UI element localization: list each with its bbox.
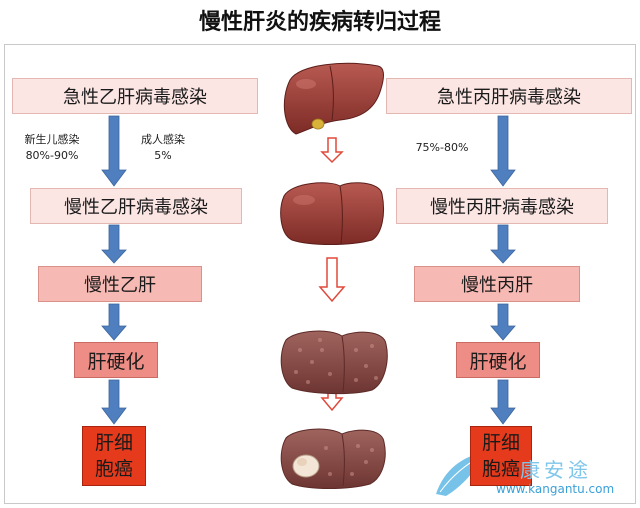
right-rate-label: 75%-80% bbox=[415, 141, 469, 154]
right-chronic-hcv-infection-label: 慢性丙肝病毒感染 bbox=[430, 197, 574, 218]
left-adult-label: 成人感染 bbox=[141, 133, 185, 146]
cirrhotic-liver-image bbox=[280, 330, 388, 395]
center-arrow-1 bbox=[320, 137, 344, 164]
right-arrow-3 bbox=[490, 303, 516, 341]
left-arrow-2 bbox=[101, 224, 127, 264]
liver-cancer-image bbox=[280, 428, 386, 489]
watermark-cn: 康安途 bbox=[520, 458, 592, 482]
left-adult-rate: 5% bbox=[154, 149, 172, 162]
right-acute-hcv-label: 急性丙肝病毒感染 bbox=[437, 87, 581, 108]
right-arrow-2 bbox=[490, 224, 516, 264]
left-cirrhosis-box: 肝硬化 bbox=[74, 342, 158, 378]
normal-liver-image bbox=[283, 62, 384, 135]
left-acute-hbv-box: 急性乙肝病毒感染 bbox=[12, 78, 258, 114]
right-hcc-box: 肝细 胞癌 bbox=[470, 426, 532, 486]
center-arrow-2 bbox=[318, 257, 346, 303]
right-chronic-hcv-infection-box: 慢性丙肝病毒感染 bbox=[396, 188, 608, 224]
left-cirrhosis-label: 肝硬化 bbox=[87, 350, 145, 373]
right-rate-note: 75%-80% bbox=[410, 140, 474, 156]
left-chronic-hbv-infection-label: 慢性乙肝病毒感染 bbox=[64, 197, 208, 218]
left-chronic-hb-box: 慢性乙肝 bbox=[38, 266, 202, 302]
left-chronic-hbv-infection-box: 慢性乙肝病毒感染 bbox=[30, 188, 242, 224]
left-hcc-line2: 胞癌 bbox=[94, 458, 133, 480]
left-hcc-box: 肝细 胞癌 bbox=[82, 426, 146, 486]
left-adult-note: 成人感染 5% bbox=[128, 132, 198, 164]
right-arrow-1 bbox=[490, 115, 516, 187]
left-newborn-note: 新生儿感染 80%-90% bbox=[8, 132, 96, 164]
right-cirrhosis-box: 肝硬化 bbox=[456, 342, 540, 378]
left-arrow-3 bbox=[101, 303, 127, 341]
right-cirrhosis-label: 肝硬化 bbox=[469, 350, 527, 373]
watermark-url: www.kangantu.com bbox=[496, 482, 615, 496]
right-chronic-hc-label: 慢性丙肝 bbox=[461, 275, 533, 296]
left-hcc-line1: 肝细 bbox=[94, 432, 133, 454]
left-arrow-4 bbox=[101, 379, 127, 425]
page-title: 慢性肝炎的疾病转归过程 bbox=[198, 9, 441, 35]
left-newborn-label: 新生儿感染 bbox=[24, 133, 80, 146]
right-acute-hcv-box: 急性丙肝病毒感染 bbox=[386, 78, 632, 114]
left-chronic-hb-label: 慢性乙肝 bbox=[84, 275, 156, 296]
right-hcc-line1: 肝细 bbox=[481, 432, 520, 454]
left-arrow-1 bbox=[101, 115, 127, 187]
right-chronic-hc-box: 慢性丙肝 bbox=[414, 266, 580, 302]
left-newborn-rate: 80%-90% bbox=[25, 149, 79, 162]
right-hcc-line2: 胞癌 bbox=[481, 458, 520, 480]
chronic-hepatitis-liver-image bbox=[280, 182, 385, 245]
right-arrow-4 bbox=[490, 379, 516, 425]
left-acute-hbv-label: 急性乙肝病毒感染 bbox=[63, 87, 207, 108]
